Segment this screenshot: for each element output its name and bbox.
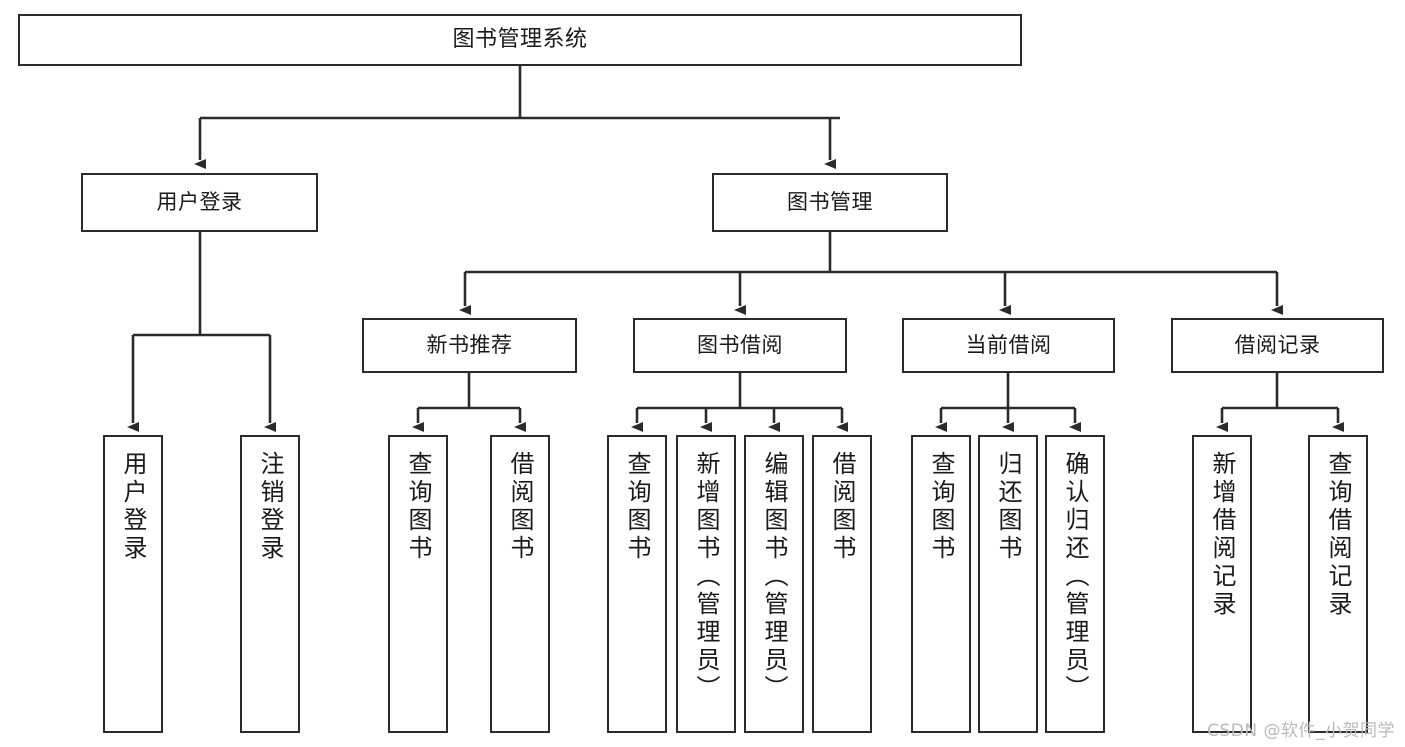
node-new-book-recommend[interactable]: 新书推荐 — [362, 318, 577, 373]
node-leaf-query-book-3[interactable]: 查询图书 — [911, 435, 971, 733]
node-leaf-query-book-3-label: 查询图书 — [927, 451, 955, 563]
node-leaf-query-book-2-label: 查询图书 — [623, 451, 651, 563]
node-book-manage-label: 图书管理 — [787, 189, 873, 214]
node-leaf-query-borrow-record[interactable]: 查询借阅记录 — [1308, 435, 1368, 733]
node-leaf-logout-login-label: 注销登录 — [256, 451, 284, 563]
node-leaf-query-borrow-record-label: 查询借阅记录 — [1324, 451, 1352, 619]
node-current-borrow-label: 当前借阅 — [965, 332, 1052, 357]
node-leaf-edit-book-admin-label: 编辑图书（管理员） — [760, 451, 788, 703]
node-book-borrow[interactable]: 图书借阅 — [633, 318, 847, 373]
node-leaf-add-borrow-record-label: 新增借阅记录 — [1208, 451, 1236, 619]
node-book-borrow-label: 图书借阅 — [697, 332, 783, 357]
node-borrow-record-label: 借阅记录 — [1234, 332, 1321, 357]
node-leaf-confirm-return-admin-label: 确认归还（管理员） — [1061, 451, 1089, 703]
node-leaf-query-book-1[interactable]: 查询图书 — [388, 435, 448, 733]
node-leaf-add-borrow-record[interactable]: 新增借阅记录 — [1192, 435, 1252, 733]
node-leaf-add-book-admin-label: 新增图书（管理员） — [692, 451, 720, 703]
node-leaf-user-login[interactable]: 用户登录 — [103, 435, 163, 733]
node-leaf-confirm-return-admin[interactable]: 确认归还（管理员） — [1045, 435, 1105, 733]
node-new-book-recommend-label: 新书推荐 — [426, 332, 513, 357]
node-user-login[interactable]: 用户登录 — [81, 173, 318, 232]
node-root[interactable]: 图书管理系统 — [18, 14, 1022, 66]
node-root-label: 图书管理系统 — [452, 26, 588, 52]
node-leaf-query-book-1-label: 查询图书 — [404, 451, 432, 563]
node-leaf-user-login-label: 用户登录 — [119, 451, 147, 563]
node-leaf-borrow-book-1-label: 借阅图书 — [506, 451, 534, 563]
node-user-login-label: 用户登录 — [156, 189, 243, 214]
node-leaf-edit-book-admin[interactable]: 编辑图书（管理员） — [744, 435, 804, 733]
node-book-manage[interactable]: 图书管理 — [712, 173, 948, 232]
node-leaf-return-book[interactable]: 归还图书 — [978, 435, 1038, 733]
node-leaf-borrow-book-2[interactable]: 借阅图书 — [812, 435, 872, 733]
node-current-borrow[interactable]: 当前借阅 — [902, 318, 1115, 373]
node-leaf-return-book-label: 归还图书 — [994, 451, 1022, 563]
node-leaf-borrow-book-1[interactable]: 借阅图书 — [490, 435, 550, 733]
node-leaf-add-book-admin[interactable]: 新增图书（管理员） — [676, 435, 736, 733]
node-leaf-logout-login[interactable]: 注销登录 — [240, 435, 300, 733]
node-borrow-record[interactable]: 借阅记录 — [1171, 318, 1384, 373]
node-leaf-borrow-book-2-label: 借阅图书 — [828, 451, 856, 563]
node-leaf-query-book-2[interactable]: 查询图书 — [607, 435, 667, 733]
